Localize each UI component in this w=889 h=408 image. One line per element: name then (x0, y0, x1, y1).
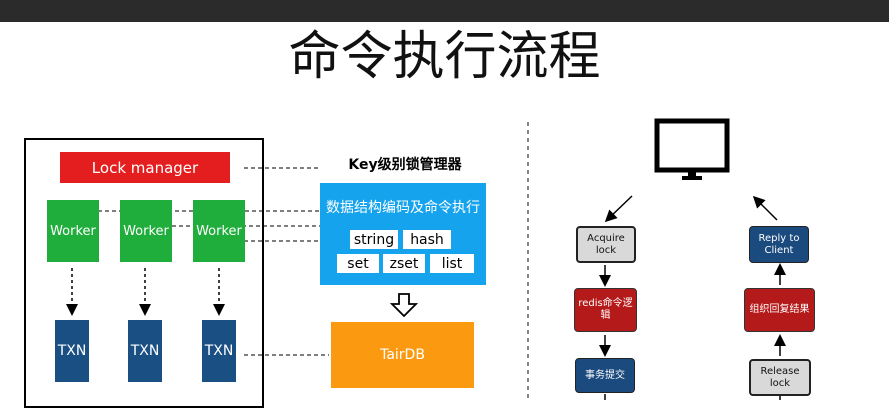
monitor-icon (654, 118, 730, 180)
redis-logic-box: redis命令逻辑 (574, 288, 637, 332)
lock-manager-box: Lock manager (60, 152, 230, 183)
to-client-arrow (752, 195, 778, 221)
key-lock-label: Key级别锁管理器 (348, 157, 462, 173)
txn-box-3: TXN (202, 320, 236, 382)
txn-box-1: TXN (55, 320, 89, 382)
worker-box-1: Worker (47, 200, 99, 262)
type-chip-hash: hash (403, 230, 451, 249)
encode-box: 数据结构编码及命令执行 string hash set zset list (320, 183, 486, 285)
type-chip-string: string (350, 230, 398, 249)
type-chip-set: set (337, 254, 379, 273)
hollow-down-arrow (389, 293, 419, 318)
page-title: 命令执行流程 (288, 27, 601, 87)
release-lock-box: Release lock (749, 359, 811, 396)
top-bar (0, 0, 889, 22)
encode-title: 数据结构编码及命令执行 (326, 200, 480, 216)
commit-box: 事务提交 (575, 358, 635, 393)
result-box: 组织回复结果 (744, 288, 815, 332)
type-chip-list: list (430, 254, 474, 273)
acquire-lock-box: Acquire lock (576, 226, 636, 263)
reply-client-box: Reply to Client (749, 226, 809, 263)
worker-box-3: Worker (193, 200, 245, 262)
to-acquire-arrow (604, 195, 633, 223)
worker-box-2: Worker (120, 200, 172, 262)
type-chip-zset: zset (383, 254, 425, 273)
tairdb-box: TairDB (331, 322, 474, 388)
txn-box-2: TXN (128, 320, 162, 382)
